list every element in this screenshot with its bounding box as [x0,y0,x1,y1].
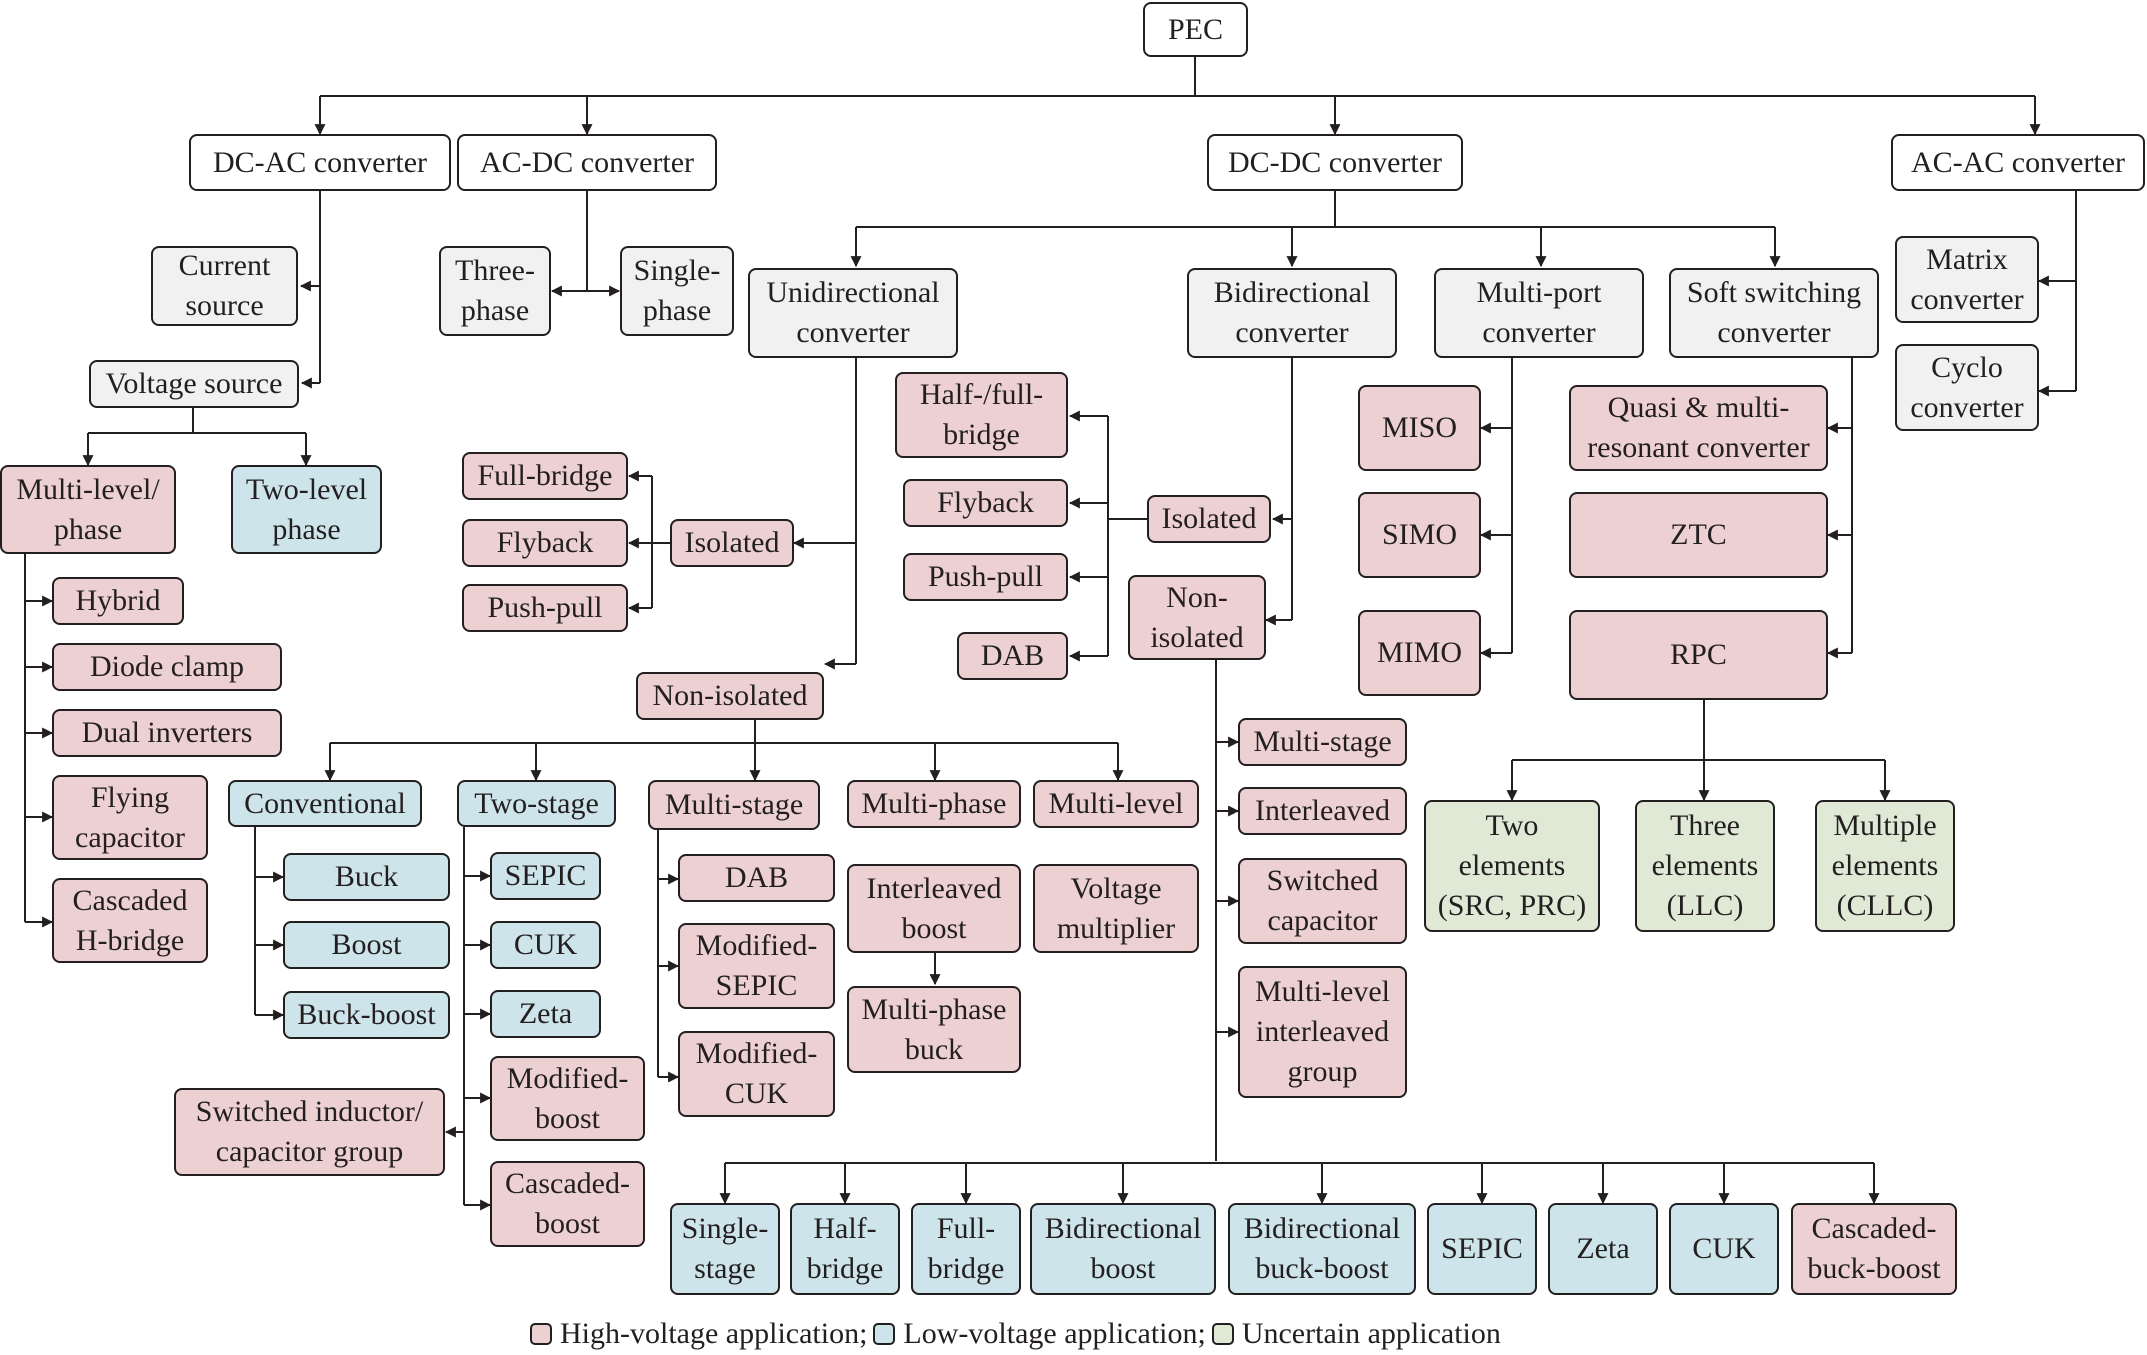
matrix-converter-node: Matrix converter [1895,236,2039,323]
ac-ac-converter-node: AC-AC converter [1891,134,2145,191]
flying-capacitor-node: Flying capacitor [52,775,208,860]
voltage-source-node: Voltage source [89,360,299,408]
multi-stage-node: Multi-stage [648,780,820,830]
pec-root-node: PEC [1143,2,1248,57]
cascaded-buck-boost-node: Cascaded- buck-boost [1791,1203,1957,1295]
bi-interleaved-node: Interleaved [1238,787,1407,835]
two-level-phase-node: Two-level phase [231,465,382,554]
modified-cuk-node: Modified- CUK [678,1031,835,1117]
legend: High-voltage application; Low-voltage ap… [524,1314,1501,1354]
dc-ac-converter-node: DC-AC converter [189,134,451,191]
uni-isolated-node: Isolated [670,519,794,567]
cyclo-converter-node: Cyclo converter [1895,344,2039,431]
single-stage-node: Single- stage [670,1203,780,1295]
mimo-node: MIMO [1358,610,1481,696]
half-full-bridge-node: Half-/full- bridge [895,372,1068,458]
buck-node: Buck [283,853,450,901]
bi-isolated-node: Isolated [1147,495,1271,543]
two-elements-node: Two elements (SRC, PRC) [1424,800,1600,932]
multi-port-converter-node: Multi-port converter [1434,268,1644,358]
bi-flyback-node: Flyback [903,479,1068,527]
quasi-multi-resonant-node: Quasi & multi- resonant converter [1569,385,1828,471]
diode-clamp-node: Diode clamp [52,643,282,691]
dc-dc-converter-node: DC-DC converter [1207,134,1463,191]
bi-cuk-node: CUK [1669,1203,1779,1295]
hybrid-node: Hybrid [52,577,184,625]
modified-sepic-node: Modified- SEPIC [678,923,835,1009]
buck-boost-node: Buck-boost [283,991,450,1039]
legend-high-voltage-label: High-voltage application; [560,1317,868,1350]
legend-uncertain-label: Uncertain application [1241,1317,1501,1350]
soft-switching-converter-node: Soft switching converter [1669,268,1879,358]
two-stage-cuk-node: CUK [490,921,601,969]
miso-node: MISO [1358,385,1481,471]
bi-multi-stage-node: Multi-stage [1238,718,1407,766]
bi-zeta-node: Zeta [1548,1203,1658,1295]
boost-node: Boost [283,921,450,969]
multi-phase-node: Multi-phase [847,780,1021,828]
bidirectional-converter-node: Bidirectional converter [1187,268,1397,358]
legend-low-voltage-label: Low-voltage application; [903,1317,1206,1350]
multi-stage-dab-node: DAB [678,854,835,902]
dual-inverters-node: Dual inverters [52,709,282,757]
unidirectional-converter-node: Unidirectional converter [748,268,958,358]
three-elements-node: Three elements (LLC) [1635,800,1775,932]
bidirectional-boost-node: Bidirectional boost [1030,1203,1216,1295]
legend-low-voltage-swatch [873,1323,896,1345]
two-stage-node: Two-stage [457,780,616,827]
single-phase-node: Single- phase [620,246,734,336]
multi-phase-buck-node: Multi-phase buck [847,986,1021,1073]
ac-dc-converter-node: AC-DC converter [457,134,717,191]
multi-level-phase-node: Multi-level/ phase [0,465,176,554]
bi-push-pull-node: Push-pull [903,553,1068,601]
two-stage-zeta-node: Zeta [490,990,601,1038]
bi-non-isolated-node: Non- isolated [1128,575,1266,660]
three-phase-node: Three- phase [439,246,551,336]
uni-full-bridge-node: Full-bridge [462,452,628,500]
bi-sepic-node: SEPIC [1427,1203,1537,1295]
uni-non-isolated-node: Non-isolated [636,672,824,720]
switched-capacitor-node: Switched capacitor [1238,858,1407,944]
legend-uncertain-swatch [1211,1323,1234,1345]
full-bridge-node: Full- bridge [911,1203,1021,1295]
cascaded-h-bridge-node: Cascaded H-bridge [52,878,208,963]
ztc-node: ZTC [1569,492,1828,578]
uni-flyback-node: Flyback [462,519,628,567]
conventional-node: Conventional [228,780,422,827]
interleaved-boost-node: Interleaved boost [847,864,1021,953]
multiple-elements-node: Multiple elements (CLLC) [1815,800,1955,932]
voltage-multiplier-node: Voltage multiplier [1033,864,1199,953]
cascaded-boost-node: Cascaded- boost [490,1161,645,1247]
modified-boost-node: Modified- boost [490,1056,645,1141]
multi-level-node: Multi-level [1033,780,1199,828]
uni-push-pull-node: Push-pull [462,584,628,632]
rpc-node: RPC [1569,610,1828,700]
multi-level-interleaved-group-node: Multi-level interleaved group [1238,966,1407,1098]
legend-high-voltage-swatch [530,1323,552,1345]
half-bridge-node: Half- bridge [790,1203,900,1295]
two-stage-sepic-node: SEPIC [490,852,601,900]
switched-inductor-capacitor-node: Switched inductor/ capacitor group [174,1088,445,1176]
bidirectional-buck-boost-node: Bidirectional buck-boost [1228,1203,1416,1295]
simo-node: SIMO [1358,492,1481,578]
current-source-node: Current source [151,246,298,326]
bi-dab-node: DAB [957,632,1068,680]
